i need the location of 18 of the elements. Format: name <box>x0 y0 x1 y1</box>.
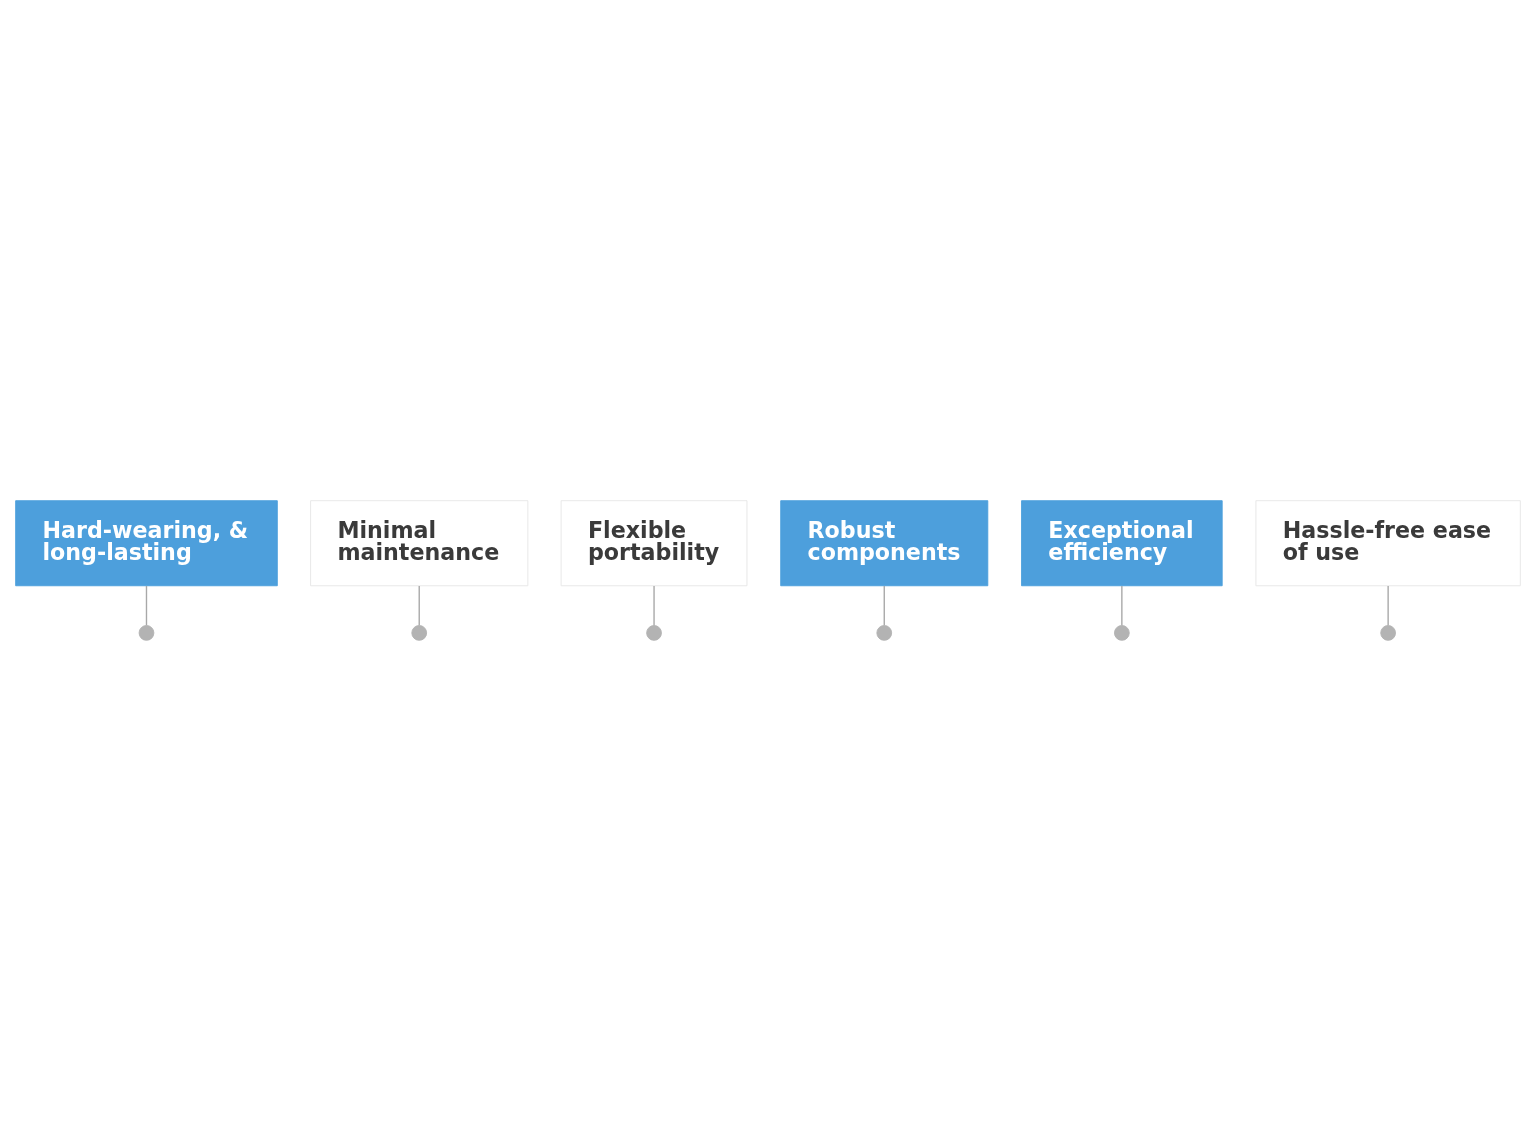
node-box: Exceptional efficiency <box>1021 499 1223 586</box>
node-box: Hard-wearing, & long-lasting <box>15 499 278 586</box>
node-box: Hassle-free ease of use <box>1255 499 1521 586</box>
connector <box>883 584 885 626</box>
connector <box>653 584 655 626</box>
node-circle <box>876 624 893 641</box>
node-circle <box>1114 624 1130 641</box>
connector <box>1121 584 1123 626</box>
node-box: Minimal maintenance <box>310 499 529 586</box>
connector <box>145 584 148 626</box>
connector <box>418 584 420 626</box>
connector <box>1387 584 1389 626</box>
node-circle <box>138 624 155 641</box>
node-circle <box>646 624 662 641</box>
node-box: Robust components <box>780 499 989 586</box>
node-circle <box>411 624 428 641</box>
node-circle <box>1380 624 1396 641</box>
node-box: Flexible portability <box>560 499 748 586</box>
